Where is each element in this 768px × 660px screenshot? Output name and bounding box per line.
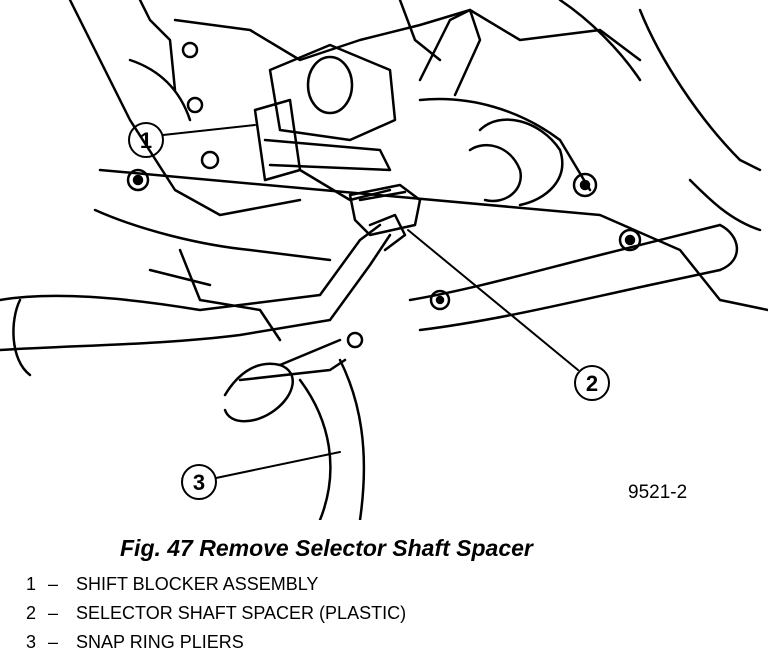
legend-separator: – (48, 632, 59, 652)
legend-text: SNAP RING PLIERS (76, 632, 244, 652)
callout-3-label: 3 (193, 470, 205, 495)
legend-text: SELECTOR SHAFT SPACER (PLASTIC) (76, 603, 407, 623)
legend-number: 2 (26, 603, 37, 623)
legend-item: 1–SHIFT BLOCKER ASSEMBLY (26, 570, 406, 599)
selector-shaft-spacer (348, 183, 422, 237)
legend-list: 1–SHIFT BLOCKER ASSEMBLY 2–SELECTOR SHAF… (26, 570, 406, 657)
legend-text: SHIFT BLOCKER ASSEMBLY (76, 574, 319, 594)
transmission-housing (68, 0, 768, 349)
callout-2: 2 (407, 229, 610, 401)
legend-separator: – (48, 603, 59, 623)
callout-1-label: 1 (140, 128, 152, 153)
legend-item: 3–SNAP RING PLIERS (26, 628, 406, 657)
callout-1: 1 (128, 122, 256, 158)
legend-item: 2–SELECTOR SHAFT SPACER (PLASTIC) (26, 599, 406, 628)
figure-caption: Fig. 47 Remove Selector Shaft Spacer (120, 535, 533, 561)
legend-number: 1 (26, 574, 37, 594)
legend-number: 3 (26, 632, 37, 652)
snap-ring-pliers (0, 213, 739, 520)
figure-number: 9521-2 (628, 482, 688, 503)
callout-3: 3 (181, 451, 341, 500)
technical-illustration: 1 2 3 (0, 0, 768, 520)
shift-blocker-assembly (148, 8, 564, 342)
callout-2-label: 2 (586, 371, 598, 396)
legend-separator: – (48, 574, 59, 594)
